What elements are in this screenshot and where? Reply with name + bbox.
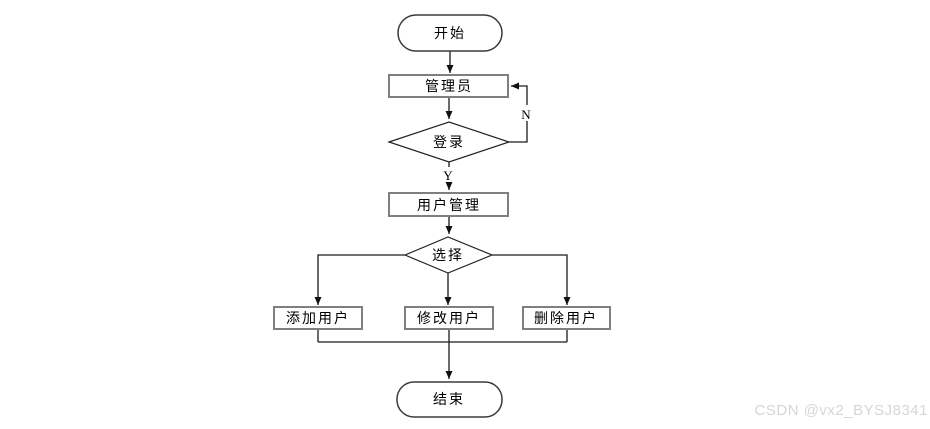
edges	[314, 51, 571, 379]
admin-label: 管理员	[425, 79, 473, 95]
user-management-label: 用户管理	[417, 197, 481, 214]
select-label: 选择	[432, 248, 464, 264]
edge-select-to-adduser	[314, 254, 405, 305]
label-no: N	[521, 107, 531, 122]
select-shape	[403, 236, 494, 274]
end-shape	[396, 381, 503, 418]
label-no-backing	[519, 105, 534, 121]
modify-user-shape	[404, 306, 494, 330]
node-login: 登录	[387, 121, 511, 163]
edge-label-yes: Y	[441, 167, 455, 183]
login-shape	[387, 121, 511, 163]
label-yes-backing	[441, 167, 455, 182]
add-user-label: 添加用户	[286, 310, 350, 327]
node-delete-user: 删除用户	[522, 306, 611, 330]
delete-user-shape	[522, 306, 611, 330]
label-yes: Y	[443, 168, 453, 183]
node-add-user: 添加用户	[273, 306, 363, 330]
modify-user-label: 修改用户	[417, 310, 481, 327]
node-modify-user: 修改用户	[404, 306, 494, 330]
csdn-watermark: CSDN @vx2_BYSJ8341	[754, 402, 928, 419]
node-end: 结束	[396, 381, 503, 418]
edge-label-no: N	[519, 105, 534, 122]
node-start: 开始	[397, 14, 503, 52]
node-user-management: 用户管理	[388, 192, 509, 217]
delete-user-label: 删除用户	[534, 310, 598, 327]
edge-select-to-deleteuser	[492, 254, 571, 305]
user-management-shape	[388, 192, 509, 217]
start-label: 开始	[434, 26, 466, 42]
admin-shape	[388, 74, 509, 98]
add-user-shape	[273, 306, 363, 330]
end-label: 结束	[433, 392, 465, 408]
start-shape	[397, 14, 503, 52]
login-label: 登录	[433, 135, 465, 151]
node-select: 选择	[403, 236, 494, 274]
node-admin: 管理员	[388, 74, 509, 98]
